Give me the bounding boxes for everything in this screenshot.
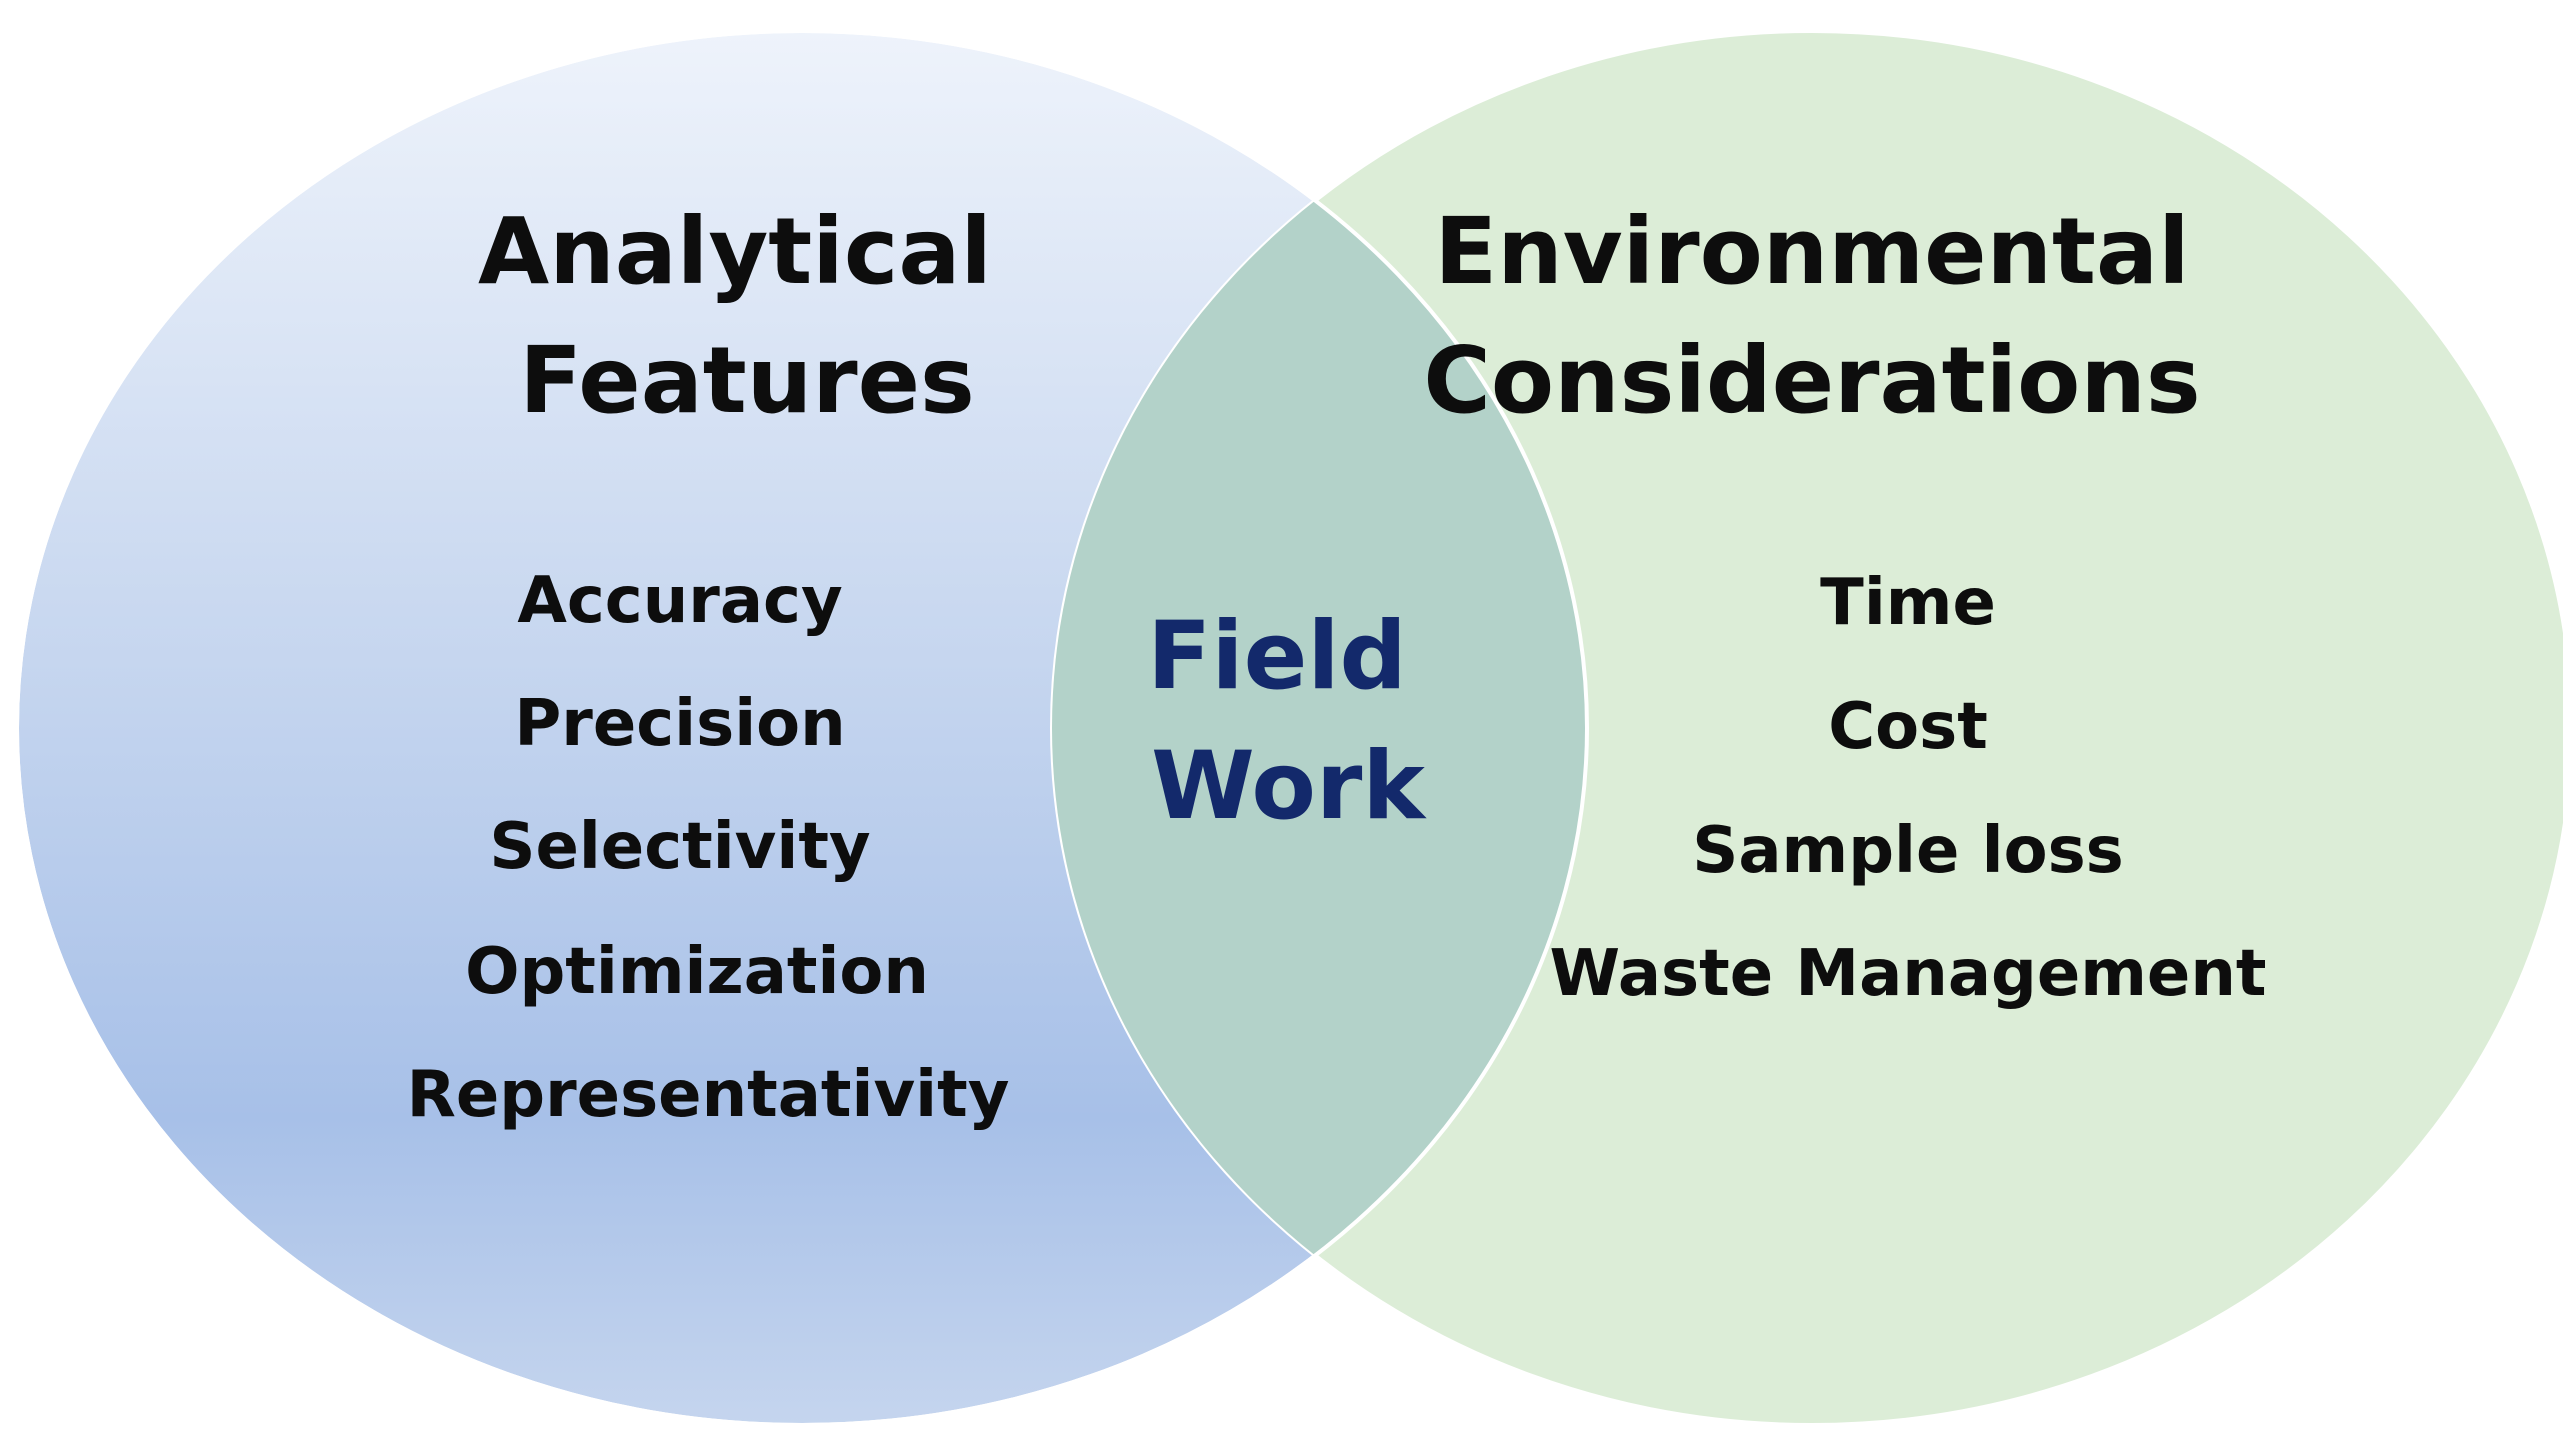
- left-set-item: Representativity: [407, 1058, 1010, 1132]
- intersection-region: [1052, 31, 1587, 1425]
- left-set-item: Accuracy: [517, 564, 842, 638]
- left-set-title-line2: Features: [519, 327, 975, 434]
- left-set-item: Precision: [514, 687, 845, 761]
- right-set-item: Sample loss: [1692, 814, 2124, 888]
- right-set-item: Waste Management: [1550, 937, 2267, 1011]
- right-set-item: Time: [1820, 566, 1996, 640]
- left-set-item: Selectivity: [489, 810, 870, 884]
- intersection-label-line1: Field: [1147, 602, 1407, 711]
- right-set-title-line1: Environmental: [1434, 198, 2189, 305]
- right-set-item: Cost: [1828, 690, 1988, 764]
- left-set-title-line1: Analytical: [478, 198, 992, 305]
- intersection-label-line2: Work: [1151, 732, 1427, 841]
- left-set-outline: [15, 29, 1589, 1427]
- right-set-title-line2: Considerations: [1423, 327, 2200, 434]
- left-set-item: Optimization: [465, 935, 929, 1009]
